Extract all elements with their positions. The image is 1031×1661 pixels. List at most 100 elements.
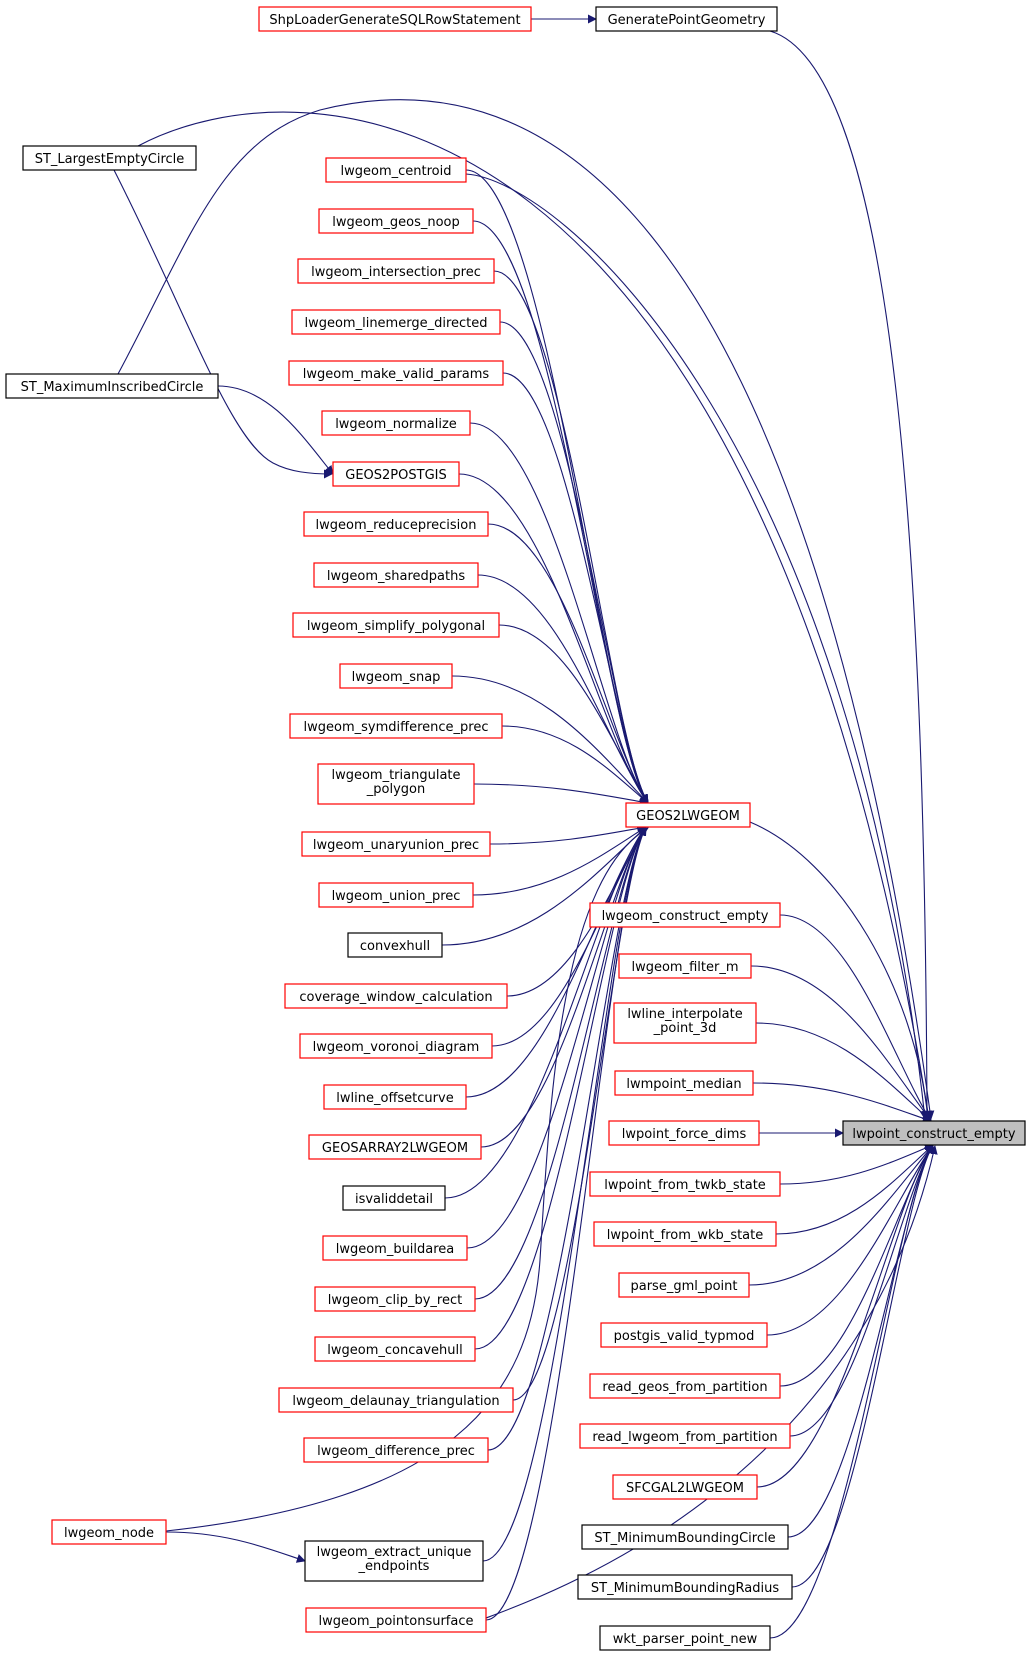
node-label: ST_MaximumInscribedCircle <box>21 380 204 395</box>
node-postgis_valid_typmod[interactable]: postgis_valid_typmod <box>600 1322 768 1348</box>
edge-GeneratePointGeometry-to-lwpoint_construct_empty <box>769 30 932 1120</box>
edge-lwgeom_delaunay_triangulation-to-GEOS2LWGEOM <box>512 826 647 1401</box>
node-SFCGAL2LWGEOM[interactable]: SFCGAL2LWGEOM <box>612 1474 758 1500</box>
node-box <box>342 1185 446 1211</box>
node-lwgeom_difference_prec[interactable]: lwgeom_difference_prec <box>303 1437 489 1463</box>
node-label: ST_MinimumBoundingCircle <box>594 1531 775 1546</box>
node-lwline_offsetcurve[interactable]: lwline_offsetcurve <box>323 1084 467 1110</box>
node-ST_MaximumInscribedCircle[interactable]: ST_MaximumInscribedCircle <box>5 373 219 399</box>
node-box <box>314 1286 476 1312</box>
node-isvaliddetail[interactable]: isvaliddetail <box>342 1185 446 1211</box>
node-convexhull[interactable]: convexhull <box>347 932 443 958</box>
node-lwpoint_from_twkb_state[interactable]: lwpoint_from_twkb_state <box>589 1171 781 1197</box>
node-lwgeom_geos_noop[interactable]: lwgeom_geos_noop <box>318 208 474 234</box>
node-lwgeom_union_prec[interactable]: lwgeom_union_prec <box>318 882 474 908</box>
node-label: GeneratePointGeometry <box>608 13 766 28</box>
node-box <box>581 1524 789 1550</box>
node-lwgeom_node[interactable]: lwgeom_node <box>51 1519 167 1545</box>
node-box <box>842 1120 1026 1146</box>
node-label: read_lwgeom_from_partition <box>592 1430 777 1445</box>
node-label: lwmpoint_median <box>626 1077 741 1092</box>
node-label: isvaliddetail <box>355 1192 433 1207</box>
node-lwgeom_triangulate_polygon[interactable]: lwgeom_triangulate_polygon <box>317 763 475 805</box>
node-label: lwgeom_filter_m <box>631 960 738 975</box>
node-label: lwgeom_delaunay_triangulation <box>292 1394 499 1409</box>
edge-lwgeom_unaryunion_prec-to-GEOS2LWGEOM <box>489 823 647 845</box>
node-box <box>595 6 778 32</box>
node-GEOS2POSTGIS[interactable]: GEOS2POSTGIS <box>332 461 460 487</box>
node-label: ShpLoaderGenerateSQLRowStatement <box>269 13 520 28</box>
node-wkt_parser_point_new[interactable]: wkt_parser_point_new <box>599 1625 771 1651</box>
node-lwgeom_simplify_polygonal[interactable]: lwgeom_simplify_polygonal <box>292 612 500 638</box>
node-lwgeom_pointonsurface[interactable]: lwgeom_pointonsurface <box>305 1607 487 1633</box>
node-lwgeom_extract_unique_endpoints[interactable]: lwgeom_extract_unique_endpoints <box>304 1540 484 1582</box>
node-lwgeom_buildarea[interactable]: lwgeom_buildarea <box>322 1235 468 1261</box>
node-box <box>325 157 467 183</box>
node-box <box>308 1134 482 1160</box>
node-parse_gml_point[interactable]: parse_gml_point <box>618 1272 750 1298</box>
node-lwgeom_centroid[interactable]: lwgeom_centroid <box>325 157 467 183</box>
node-box <box>600 1322 768 1348</box>
node-GEOSARRAY2LWGEOM[interactable]: GEOSARRAY2LWGEOM <box>308 1134 482 1160</box>
node-lwmpoint_median[interactable]: lwmpoint_median <box>614 1070 754 1096</box>
node-lwgeom_symdifference_prec[interactable]: lwgeom_symdifference_prec <box>289 713 503 739</box>
edge-lwgeom_pointonsurface-to-GEOS2LWGEOM <box>485 826 647 1621</box>
node-label: lwpoint_from_twkb_state <box>604 1178 766 1193</box>
node-label: lwline_offsetcurve <box>336 1091 453 1106</box>
node-box <box>51 1519 167 1545</box>
node-lwgeom_intersection_prec[interactable]: lwgeom_intersection_prec <box>297 258 495 284</box>
node-coverage_window_calculation[interactable]: coverage_window_calculation <box>284 983 508 1009</box>
node-lwgeom_normalize[interactable]: lwgeom_normalize <box>321 410 471 436</box>
node-GeneratePointGeometry[interactable]: GeneratePointGeometry <box>595 6 778 32</box>
node-label: lwgeom_symdifference_prec <box>304 720 489 735</box>
edge-isvaliddetail-to-GEOS2LWGEOM <box>444 826 647 1199</box>
node-box <box>614 1070 754 1096</box>
node-label: lwgeom_union_prec <box>332 889 461 904</box>
node-lwgeom_reduceprecision[interactable]: lwgeom_reduceprecision <box>303 511 489 537</box>
node-lwpoint_force_dims[interactable]: lwpoint_force_dims <box>608 1120 760 1146</box>
node-lwpoint_construct_empty[interactable]: lwpoint_construct_empty <box>842 1120 1026 1146</box>
node-label: lwgeom_voronoi_diagram <box>313 1040 480 1055</box>
node-ST_MinimumBoundingRadius[interactable]: ST_MinimumBoundingRadius <box>577 1574 793 1600</box>
node-box <box>318 882 474 908</box>
node-lwgeom_linemerge_directed[interactable]: lwgeom_linemerge_directed <box>291 309 501 335</box>
node-box <box>291 309 501 335</box>
node-lwgeom_voronoi_diagram[interactable]: lwgeom_voronoi_diagram <box>299 1033 493 1059</box>
node-label: GEOS2LWGEOM <box>636 809 740 824</box>
node-box <box>278 1387 514 1413</box>
node-label: lwline_interpolate <box>627 1007 742 1022</box>
node-read_lwgeom_from_partition[interactable]: read_lwgeom_from_partition <box>579 1423 791 1449</box>
node-lwgeom_concavehull[interactable]: lwgeom_concavehull <box>314 1336 476 1362</box>
node-lwgeom_filter_m[interactable]: lwgeom_filter_m <box>618 953 752 979</box>
edge-lwgeom_reduceprecision-to-GEOS2LWGEOM <box>487 523 649 804</box>
node-label: postgis_valid_typmod <box>614 1329 755 1344</box>
edge-lwgeom_clip_by_rect-to-GEOS2LWGEOM <box>474 826 647 1300</box>
node-box <box>589 1171 781 1197</box>
node-ShpLoaderGenerateSQLRowStatement[interactable]: ShpLoaderGenerateSQLRowStatement <box>258 6 532 32</box>
node-ST_MinimumBoundingCircle[interactable]: ST_MinimumBoundingCircle <box>581 1524 789 1550</box>
node-lwgeom_clip_by_rect[interactable]: lwgeom_clip_by_rect <box>314 1286 476 1312</box>
node-lwgeom_sharedpaths[interactable]: lwgeom_sharedpaths <box>313 562 479 588</box>
node-GEOS2LWGEOM[interactable]: GEOS2LWGEOM <box>625 802 751 828</box>
node-label: lwgeom_construct_empty <box>602 909 769 924</box>
node-lwpoint_from_wkb_state[interactable]: lwpoint_from_wkb_state <box>593 1221 777 1247</box>
node-read_geos_from_partition[interactable]: read_geos_from_partition <box>589 1373 781 1399</box>
node-box <box>289 713 503 739</box>
node-box <box>589 902 781 928</box>
node-box <box>314 1336 476 1362</box>
node-box <box>305 1607 487 1633</box>
node-lwgeom_unaryunion_prec[interactable]: lwgeom_unaryunion_prec <box>301 831 491 857</box>
node-lwgeom_delaunay_triangulation[interactable]: lwgeom_delaunay_triangulation <box>278 1387 514 1413</box>
edge-lwgeom_difference_prec-to-GEOS2LWGEOM <box>487 826 647 1451</box>
node-lwgeom_make_valid_params[interactable]: lwgeom_make_valid_params <box>288 360 504 386</box>
node-box <box>22 145 197 171</box>
node-label: SFCGAL2LWGEOM <box>626 1481 744 1496</box>
node-lwgeom_construct_empty[interactable]: lwgeom_construct_empty <box>589 902 781 928</box>
node-ST_LargestEmptyCircle[interactable]: ST_LargestEmptyCircle <box>22 145 197 171</box>
node-lwline_interpolate_point_3d[interactable]: lwline_interpolate_point_3d <box>613 1002 757 1044</box>
node-box <box>625 802 751 828</box>
node-box <box>303 1437 489 1463</box>
edge-ST_LargestEmptyCircle-to-lwpoint_construct_empty <box>137 111 933 1120</box>
node-label: lwgeom_clip_by_rect <box>328 1293 462 1308</box>
node-lwgeom_snap[interactable]: lwgeom_snap <box>339 663 453 689</box>
